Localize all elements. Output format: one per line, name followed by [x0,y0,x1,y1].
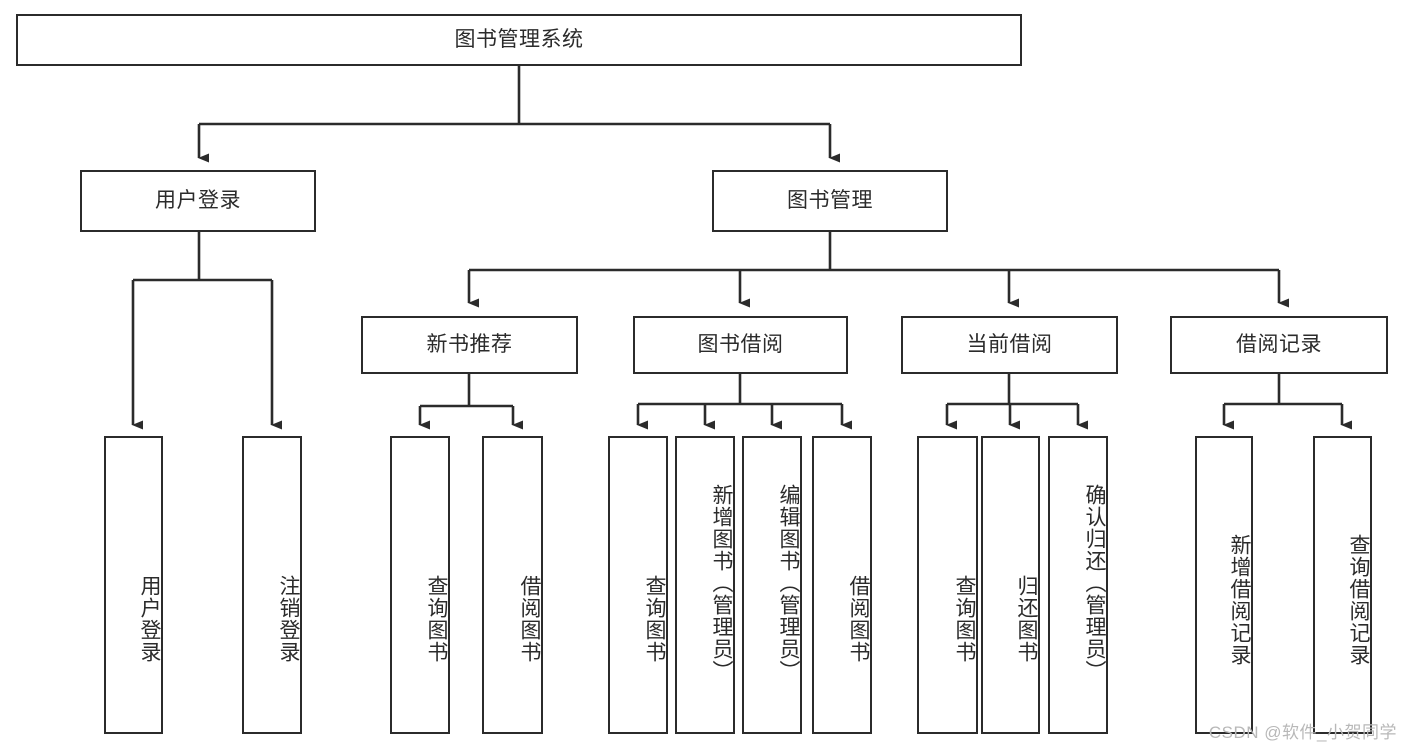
node-leaf-add-record[interactable]: 新增借阅记录 [1195,436,1253,734]
node-leaf-edit-book-label: 编辑图书（管理员） [777,484,800,682]
node-leaf-borrow-book-2-label: 借阅图书 [847,575,870,663]
node-leaf-user-login[interactable]: 用户登录 [104,436,163,734]
node-user-login[interactable]: 用户登录 [80,170,316,232]
node-leaf-query-book-2[interactable]: 查询图书 [608,436,668,734]
node-leaf-return-book-label: 归还图书 [1015,575,1038,663]
node-leaf-query-book-1-label: 查询图书 [425,575,448,663]
node-current-borrow-label: 当前借阅 [966,333,1053,357]
node-root-label: 图书管理系统 [454,28,584,52]
node-leaf-return-book[interactable]: 归还图书 [981,436,1040,734]
node-leaf-add-record-label: 新增借阅记录 [1228,534,1251,666]
node-leaf-query-book-2-label: 查询图书 [643,575,666,663]
node-leaf-query-record-label: 查询借阅记录 [1347,534,1370,666]
node-leaf-borrow-book-1-label: 借阅图书 [518,575,541,663]
csdn-watermark: CSDN @软件_小贺同学 [1208,723,1397,742]
node-leaf-query-book-3[interactable]: 查询图书 [917,436,978,734]
node-book-borrow[interactable]: 图书借阅 [633,316,848,374]
node-leaf-user-login-label: 用户登录 [138,575,161,663]
node-user-login-label: 用户登录 [155,189,241,213]
node-leaf-logout-login[interactable]: 注销登录 [242,436,302,734]
node-leaf-confirm-return-label: 确认归还（管理员） [1083,484,1106,682]
node-new-book-recommend[interactable]: 新书推荐 [361,316,578,374]
node-leaf-query-record[interactable]: 查询借阅记录 [1313,436,1372,734]
node-leaf-query-book-3-label: 查询图书 [953,575,976,663]
node-leaf-confirm-return[interactable]: 确认归还（管理员） [1048,436,1108,734]
node-leaf-edit-book[interactable]: 编辑图书（管理员） [742,436,802,734]
node-leaf-borrow-book-1[interactable]: 借阅图书 [482,436,543,734]
node-leaf-add-book[interactable]: 新增图书（管理员） [675,436,735,734]
node-book-management[interactable]: 图书管理 [712,170,948,232]
node-leaf-add-book-label: 新增图书（管理员） [710,484,733,682]
node-book-management-label: 图书管理 [787,189,873,213]
node-book-borrow-label: 图书借阅 [697,333,784,357]
node-leaf-borrow-book-2[interactable]: 借阅图书 [812,436,872,734]
node-borrow-record-label: 借阅记录 [1236,333,1322,357]
node-root[interactable]: 图书管理系统 [16,14,1022,66]
node-current-borrow[interactable]: 当前借阅 [901,316,1118,374]
node-new-book-recommend-label: 新书推荐 [426,333,513,357]
node-leaf-logout-login-label: 注销登录 [277,575,300,663]
node-leaf-query-book-1[interactable]: 查询图书 [390,436,450,734]
node-borrow-record[interactable]: 借阅记录 [1170,316,1388,374]
